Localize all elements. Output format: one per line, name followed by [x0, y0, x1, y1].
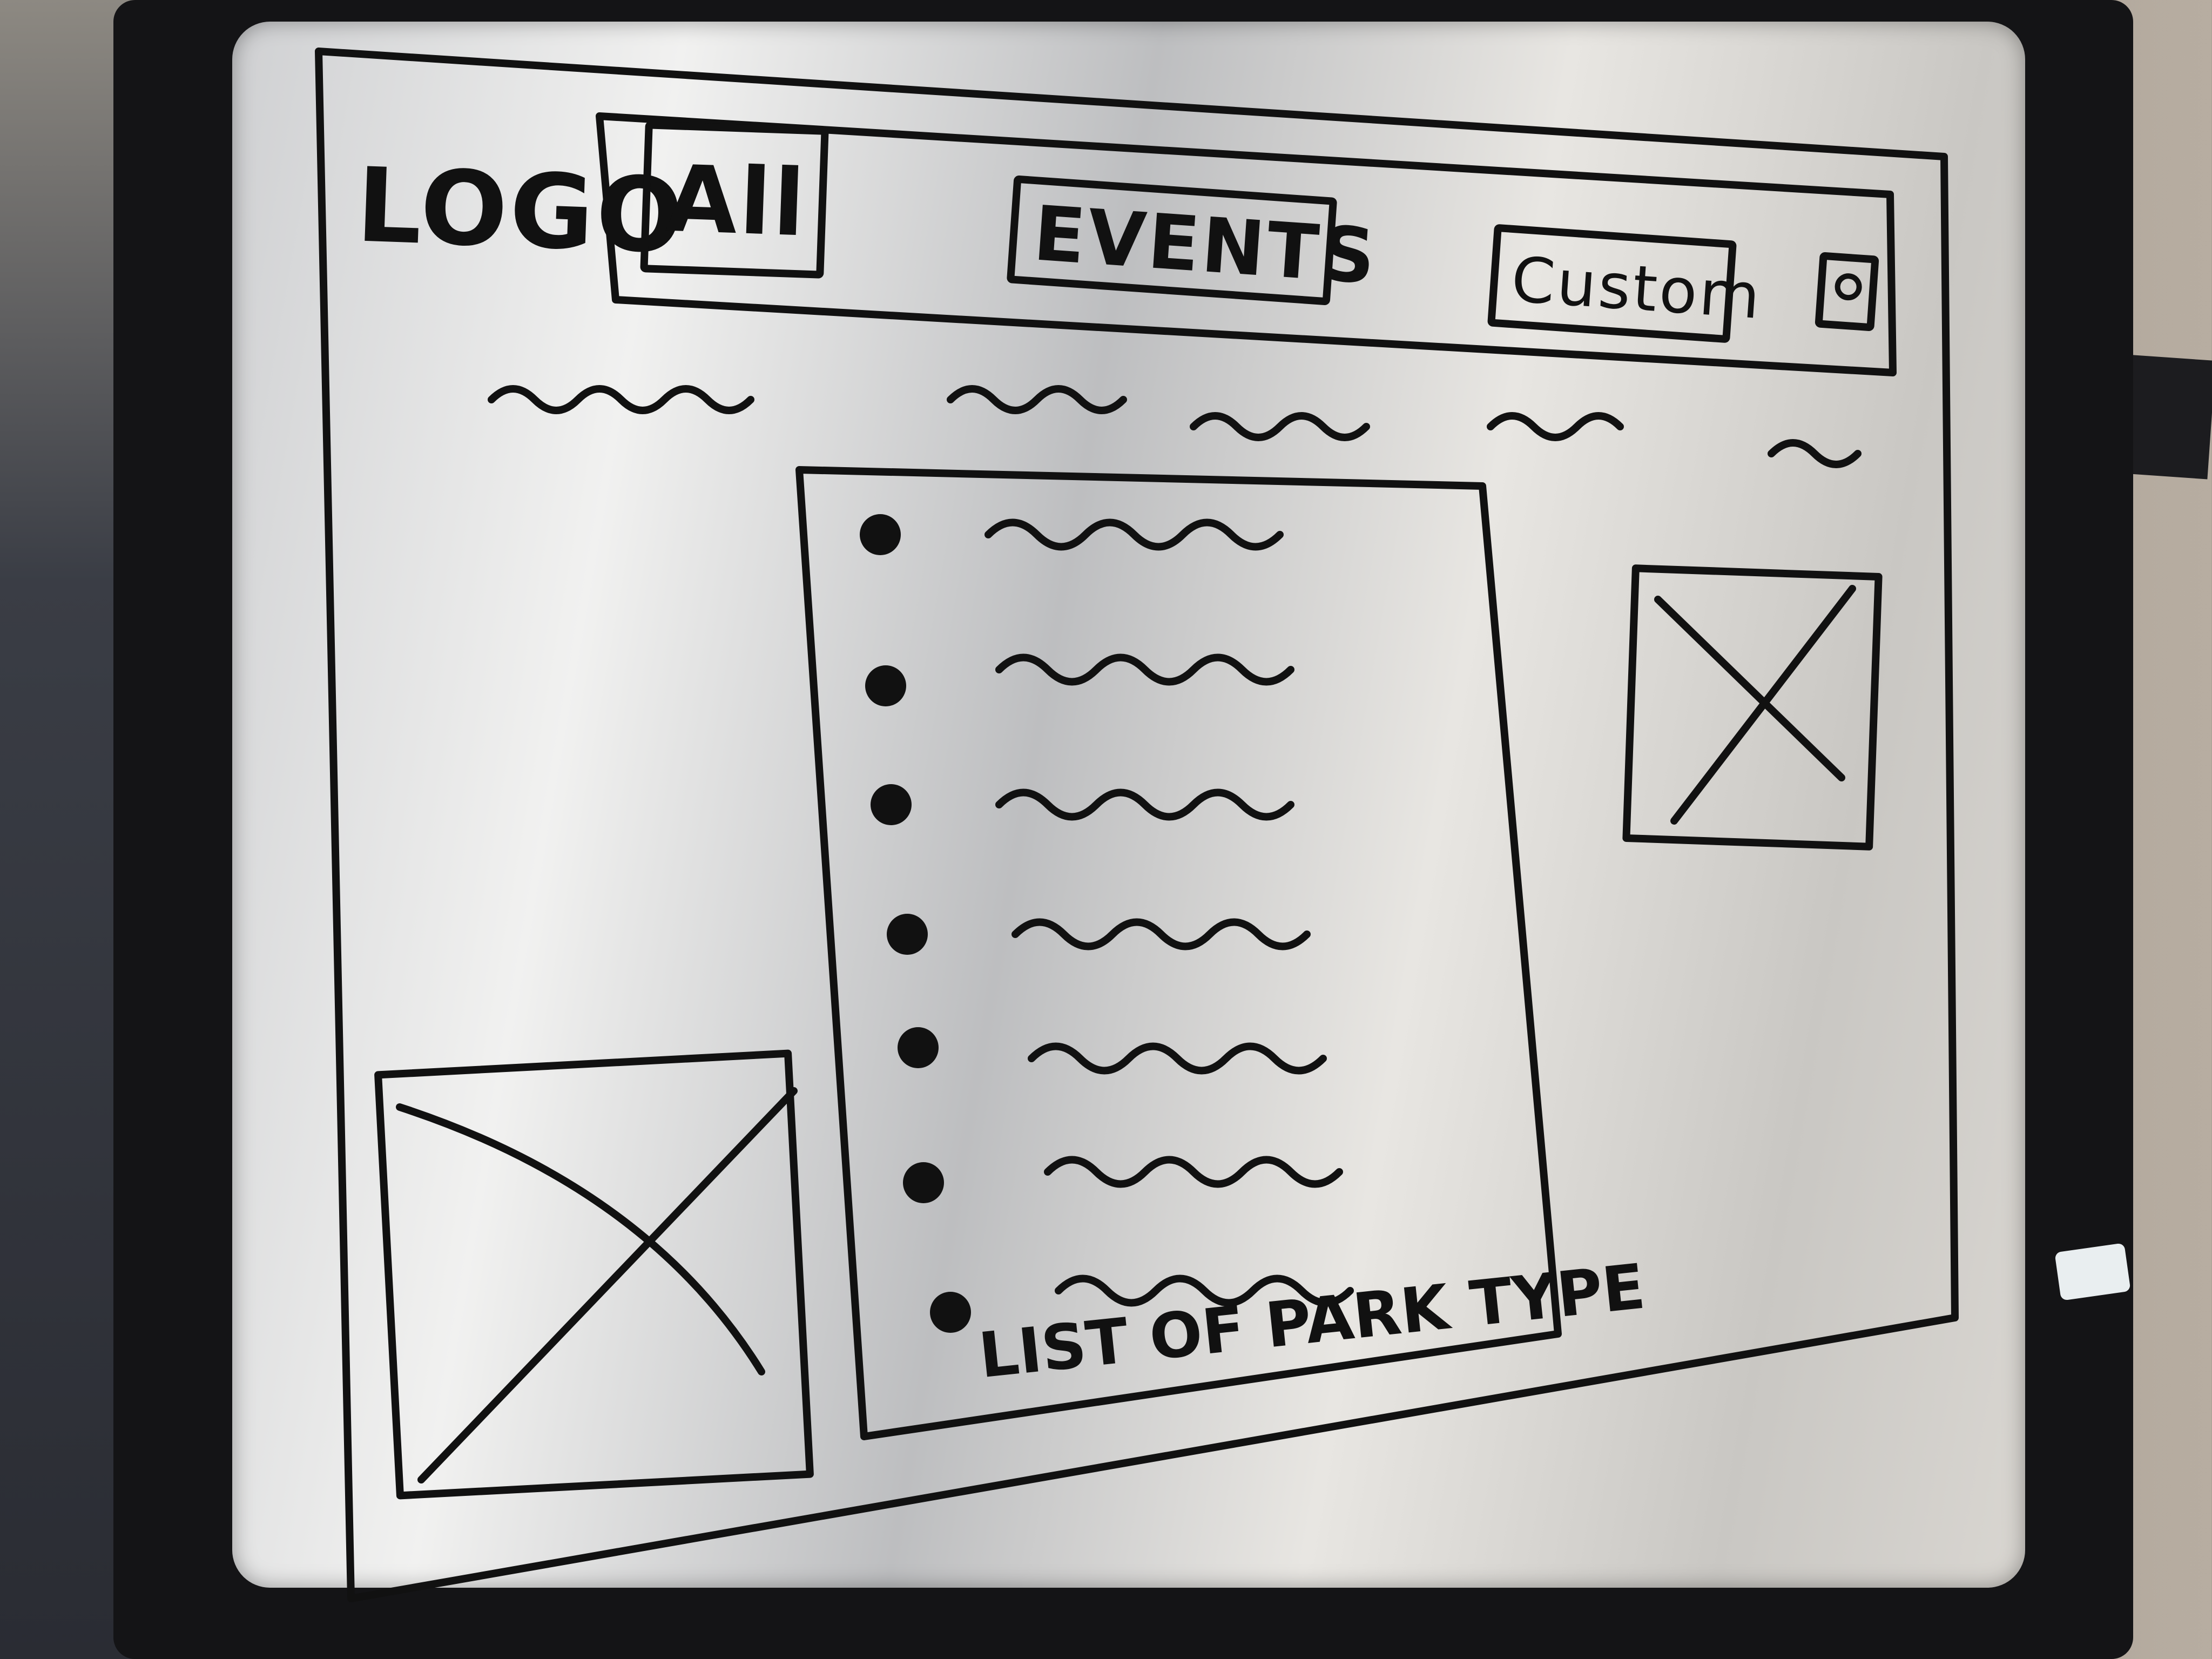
search-button[interactable]: [1815, 252, 1879, 332]
tab-events[interactable]: EVENTS: [1006, 175, 1380, 306]
list-line-1: [984, 518, 1284, 551]
image-placeholder-left-x2: [417, 1087, 798, 1483]
tab-custom-label: Custom: [1509, 244, 1765, 334]
bullet-4: [887, 914, 928, 955]
bullet-3: [871, 784, 912, 825]
logo-label[interactable]: LOGO: [354, 145, 687, 276]
tab-all-label: All: [664, 145, 809, 258]
page-outline: [315, 48, 1959, 1602]
image-placeholder-right-x2: [1670, 585, 1856, 825]
tab-events-label: EVENTS: [1030, 190, 1380, 302]
list-line-7: [1055, 1274, 1354, 1307]
search-icon: [1833, 272, 1863, 301]
image-placeholder-left-x1: [396, 1103, 765, 1375]
list-line-4: [1011, 918, 1311, 950]
nav-subtext-5: [1768, 439, 1862, 468]
whiteboard-surface: [232, 22, 2025, 1588]
nav-subtext-1: [488, 385, 754, 414]
image-placeholder-right-x1: [1654, 596, 1845, 781]
list-line-5: [1028, 1042, 1327, 1075]
header-bar: [596, 112, 1897, 376]
bullet-1: [860, 514, 901, 555]
nav-subtext-3: [1190, 412, 1370, 441]
bullet-7: [930, 1292, 971, 1333]
list-line-2: [995, 653, 1294, 686]
list-box-outline: [795, 466, 1562, 1440]
list-bullets: [860, 514, 971, 1333]
tab-custom[interactable]: Custom: [1487, 224, 1764, 343]
tab-all[interactable]: All: [640, 121, 829, 279]
list-line-3: [995, 788, 1294, 821]
image-placeholder-right: [1622, 564, 1883, 851]
bullet-6: [903, 1162, 944, 1203]
nav-subtext-4: [1487, 412, 1624, 441]
list-line-6: [1044, 1156, 1343, 1188]
bullet-5: [898, 1027, 939, 1068]
nav-subtext-2: [947, 385, 1127, 414]
bullet-2: [865, 665, 906, 706]
image-placeholder-left: [374, 1049, 814, 1500]
